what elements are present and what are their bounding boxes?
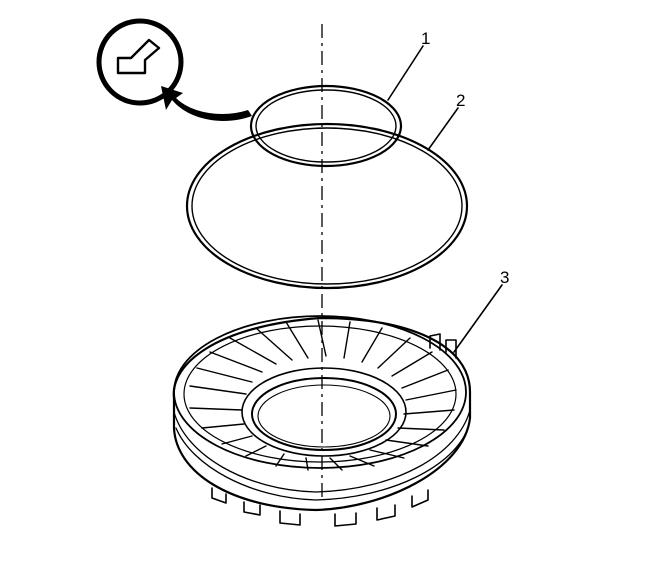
piston-housing [172,315,472,527]
callout-3: 3 [500,268,509,287]
leader-lines [387,45,503,353]
lubricate-symbol [96,18,252,121]
oil-can-icon [96,18,184,106]
callout-1: 1 [421,29,430,48]
seal-ring-small [249,84,403,168]
housing-top-rim [173,315,467,469]
housing-inner-bore [251,377,397,451]
housing-inner-ring-outer [241,367,407,457]
leader-line-3 [453,284,503,353]
housing-ribs [189,319,457,471]
housing-bottom-tabs [211,487,429,527]
callout-2: 2 [456,91,465,110]
lubricate-arrow-icon [161,86,252,121]
seal-ring-large [185,122,469,290]
oil-can-shape [116,38,161,75]
housing-outer-wall [172,316,472,512]
leader-line-2 [427,107,459,151]
leader-line-1 [387,45,424,101]
